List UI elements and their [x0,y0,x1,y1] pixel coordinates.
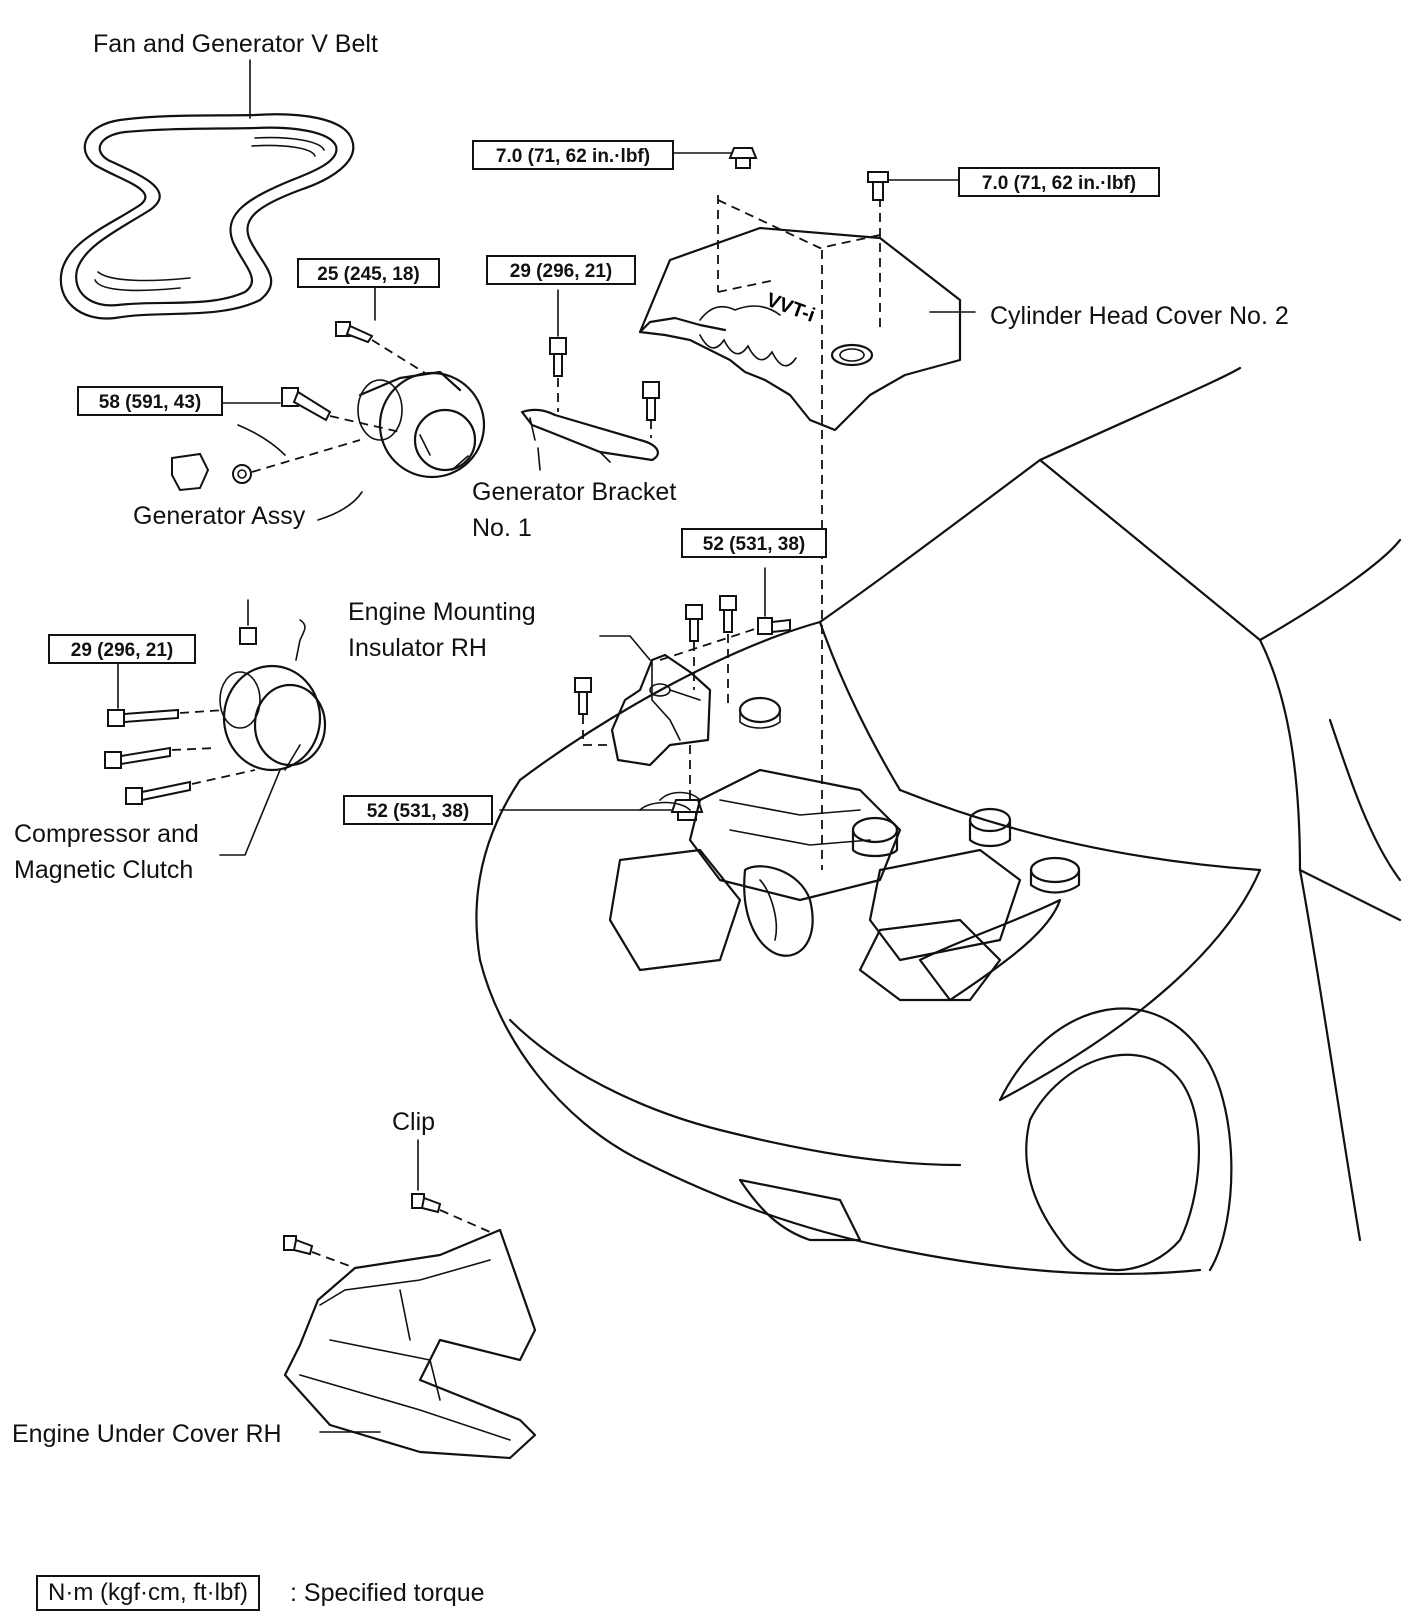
engine-mounting-label-line2: Insulator RH [348,634,487,662]
vehicle-body [475,366,1402,1276]
connector-icon [171,452,210,492]
engine-mounting-label: Engine Mounting [348,598,536,626]
bracket-bolt-2-icon [642,381,660,421]
torque-mount-upper: 52 (531, 38) [681,528,827,558]
generator-assy-label: Generator Assy [133,502,306,530]
mount-bolt-icon [574,595,791,715]
bracket-bolt-icon [549,337,567,377]
compressor-label: Compressor and [14,820,199,848]
generator-assy [357,370,486,479]
generator-bracket-label: Generator Bracket [472,478,677,506]
cover-bolt-icon [867,171,889,201]
under-cover-clip-icon [283,1235,314,1256]
compressor-label-line2: Magnetic Clutch [14,856,194,884]
engine-mounting-insulator [610,653,712,767]
torque-generator-pivot: 58 (591, 43) [77,386,223,416]
torque-mount-lower: 52 (531, 38) [343,795,493,825]
cover-nut-icon [728,147,758,169]
cylinder-head-cover: VVT-i [638,226,962,432]
gen-pivot-bolt-icon [281,387,332,422]
engine-under-cover [283,1228,537,1460]
terminal-nut-icon [232,464,252,484]
fan-generator-v-belt [59,113,355,320]
comp-connector-icon [239,599,257,645]
mount-nut-icon [670,799,704,821]
legend-description: : Specified torque [290,1579,485,1607]
torque-cover-nut: 7.0 (71, 62 in.·lbf) [472,140,674,170]
compressor-magnetic-clutch [219,619,327,772]
torque-compressor: 29 (296, 21) [48,634,196,664]
gen-upper-bolt-icon [335,321,374,344]
generator-bracket-label-line2: No. 1 [472,514,532,542]
torque-generator-upper: 25 (245, 18) [297,258,440,288]
torque-bracket: 29 (296, 21) [486,255,636,285]
clip-icon [411,1193,442,1214]
legend-unit-box: N·m (kgf·cm, ft·lbf) [36,1575,260,1611]
comp-bolt-icon [104,708,191,805]
torque-cover-bolt: 7.0 (71, 62 in.·lbf) [958,167,1160,197]
engine-bay [608,696,1081,1002]
cylinder-head-cover-label: Cylinder Head Cover No. 2 [990,302,1289,330]
fan-belt-label: Fan and Generator V Belt [93,30,378,58]
clip-label: Clip [392,1108,436,1136]
generator-bracket [520,408,659,463]
engine-under-cover-label: Engine Under Cover RH [12,1420,282,1448]
vvti-mark: VVT-i [763,289,818,327]
